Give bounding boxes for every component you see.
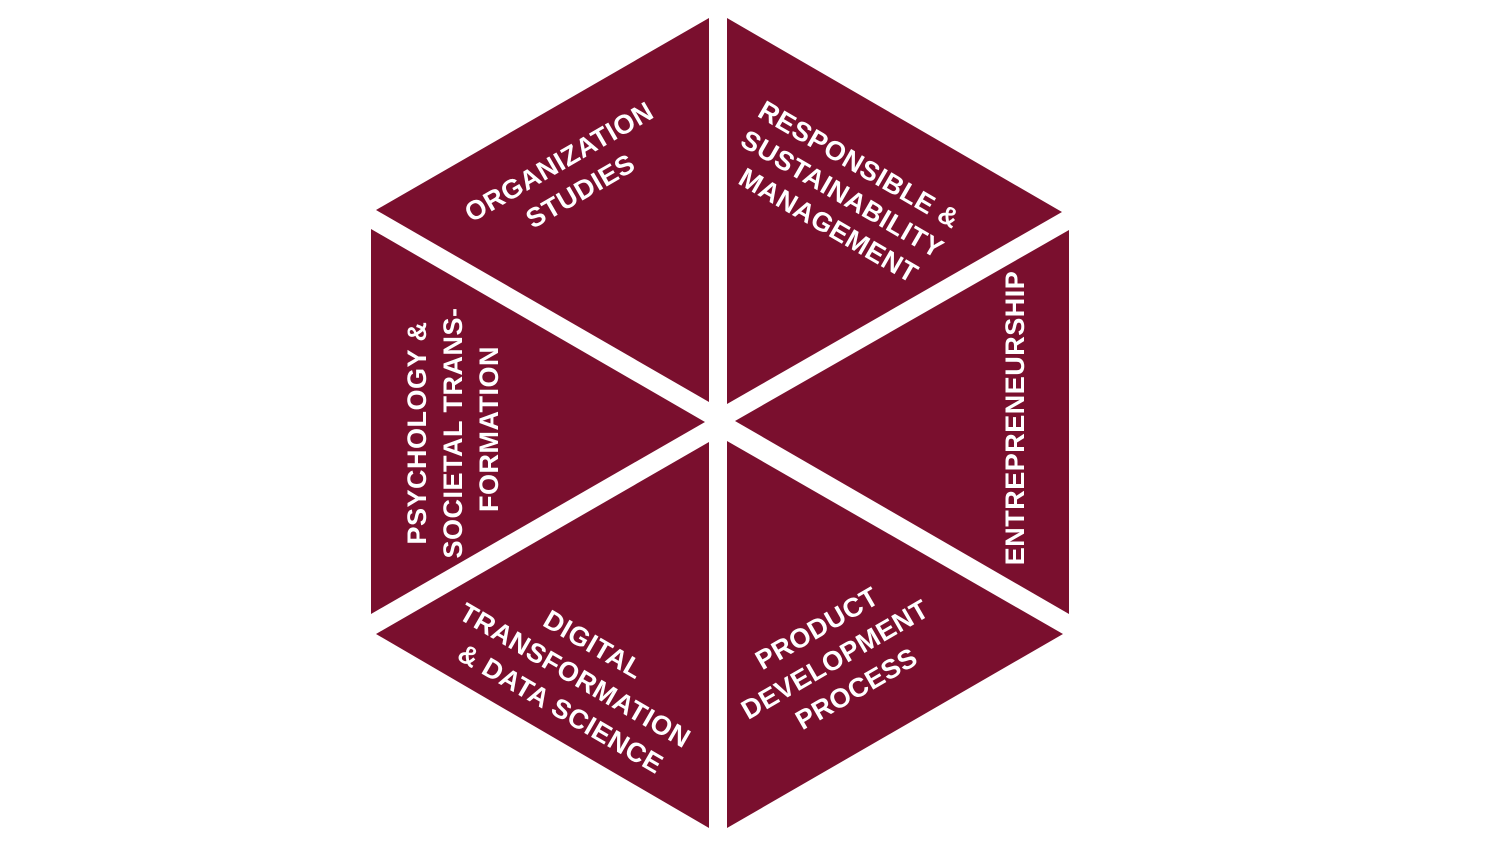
hexagon-segments xyxy=(371,18,1069,828)
segment-digital-transformation xyxy=(376,442,709,828)
segment-product-development xyxy=(727,441,1063,828)
segment-psychology-transformation xyxy=(371,229,705,614)
segment-organization-studies xyxy=(376,18,709,402)
segment-responsible-sustainability xyxy=(727,18,1062,404)
label-entrepreneurship: ENTREPRENEURSHIP xyxy=(1000,271,1030,566)
segment-entrepreneurship xyxy=(735,230,1069,614)
label-psychology-transformation: PSYCHOLOGY & SOCIETAL TRANS- FORMATION xyxy=(402,299,504,558)
